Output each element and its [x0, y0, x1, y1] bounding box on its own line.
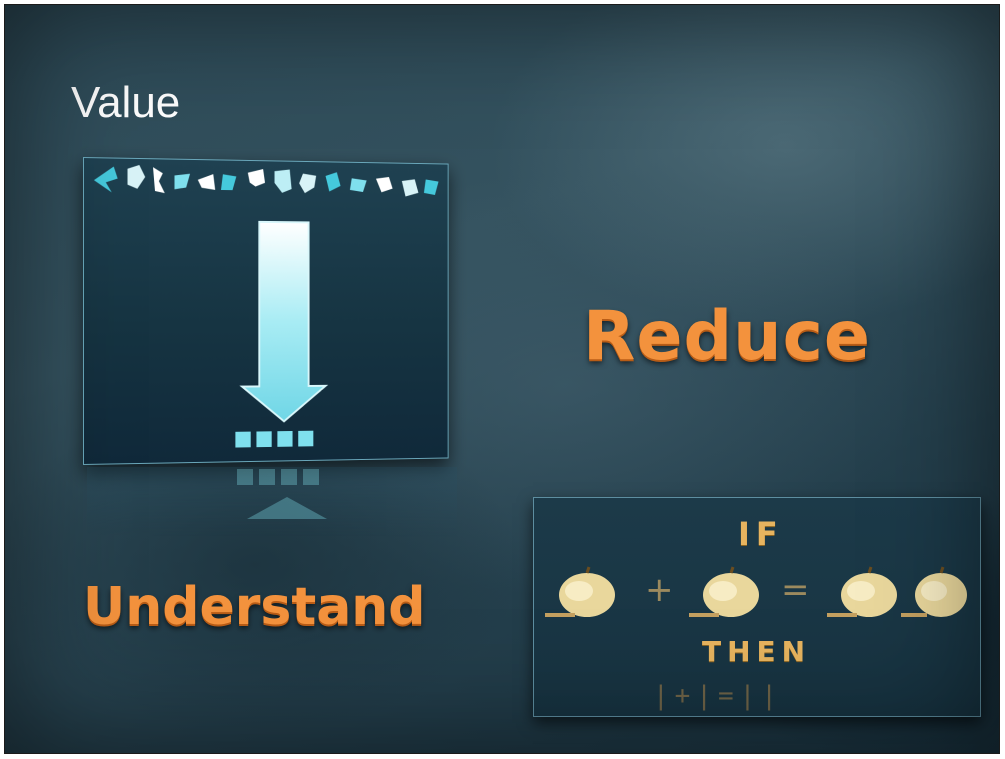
understand-heading: Understand	[83, 577, 426, 637]
puzzle-fragment-icon	[94, 164, 439, 197]
down-arrow-icon	[242, 222, 325, 422]
apple-icon	[901, 566, 967, 617]
if-label: IF	[738, 515, 784, 553]
reduce-diagram	[94, 164, 439, 448]
reduce-heading: Reduce	[583, 297, 871, 376]
panel-reflection	[87, 467, 457, 537]
reflection-shapes	[237, 469, 327, 519]
equals-sign: =	[781, 570, 810, 610]
then-label: THEN	[702, 635, 812, 668]
apple-icon	[545, 566, 615, 617]
square-block-icon	[235, 430, 314, 448]
slide: Value	[4, 4, 1000, 754]
tally-equation: |+|=||	[653, 681, 783, 711]
apple-icon	[689, 566, 759, 617]
apple-icon	[827, 566, 897, 617]
plus-sign: +	[645, 570, 674, 610]
slide-title: Value	[71, 78, 181, 127]
reduce-diagram-panel	[83, 157, 449, 465]
